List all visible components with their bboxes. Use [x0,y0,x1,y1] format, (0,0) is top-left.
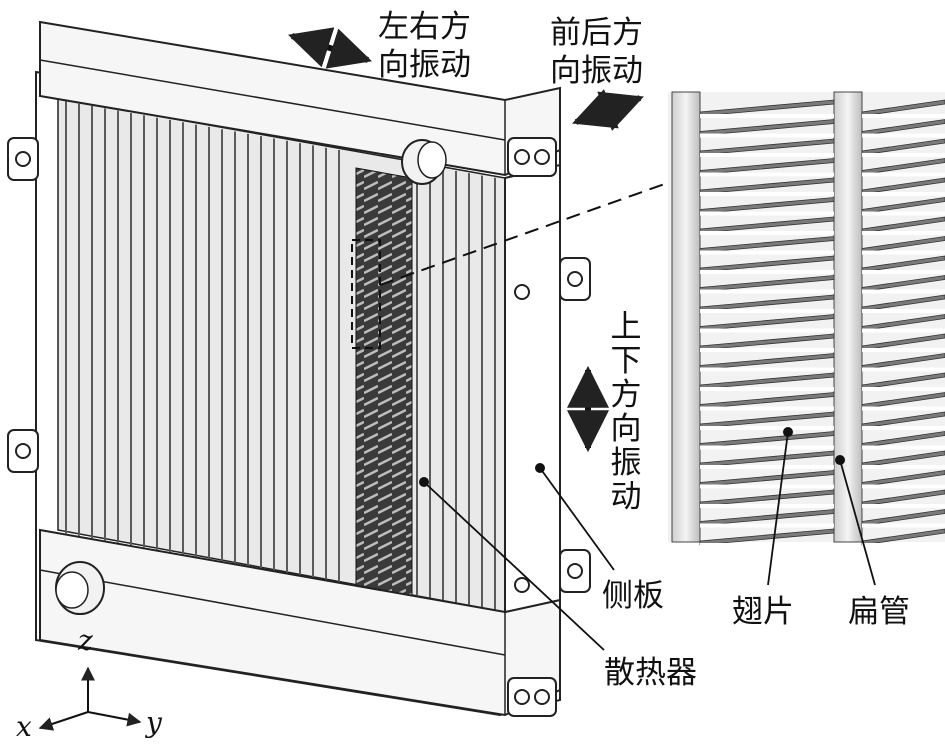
fin-highlight [700,465,834,469]
fb-vibration-label: 前后方向振动 [550,15,643,89]
fin-highlight [700,367,834,372]
fin-highlight [700,153,834,157]
flat-tube-label: 扁管 [848,594,910,630]
fin-highlight [862,504,945,508]
fin-highlight [862,543,945,547]
fin-highlight [862,192,945,196]
detail-selection-box [351,239,381,349]
fin-highlight [862,153,945,157]
fb-vibration-arrow [572,89,644,131]
coordinate-axes [38,666,142,731]
detail-view [668,91,945,547]
fin-highlight [700,133,834,138]
mounting-brackets [7,137,591,717]
fin-highlight [700,387,834,391]
fin-highlight [700,484,834,489]
fin-highlight [862,114,945,118]
fin-highlight [700,543,834,547]
fin-highlight [862,270,945,274]
fin-highlight [862,133,945,138]
fin-highlight [862,250,945,255]
fin-highlight [862,387,945,391]
fin-highlight [862,328,945,333]
radiator-label: 散热器 [604,655,697,691]
fin-highlight [862,172,945,177]
fin-highlight [700,211,834,216]
fin-highlight [862,465,945,469]
fin-highlight [700,172,834,177]
z-axis-label: z [78,624,93,657]
fin-highlight [862,484,945,489]
fin-highlight [862,289,945,294]
fin-column-left [699,99,835,547]
fin-highlight [862,426,945,430]
fin-highlight [862,367,945,372]
fin-highlight [862,406,945,411]
fin-highlight [700,192,834,196]
fin-column-right [861,99,945,547]
fin-highlight [862,348,945,352]
fin-highlight [700,289,834,294]
radiator-assembly [7,20,591,717]
radiator-tubes [65,101,496,610]
fin-highlight [700,114,834,118]
lr-vibration-arrow [287,27,373,69]
fin-highlight [700,348,834,352]
y-axis-label: y [146,706,162,739]
fin-highlight [700,250,834,255]
ud-vibration-label: 上下方向振动 [610,309,642,515]
fin-highlight [862,309,945,313]
lr-vibration-label: 左右方向振动 [378,9,471,83]
fin-label: 翅片 [732,594,794,630]
fin-highlight [700,231,834,235]
detail-leader-dashed [379,174,691,286]
fin-highlight [700,504,834,508]
side-plate [504,163,561,614]
fin-highlight [700,328,834,333]
fin-highlight [862,231,945,235]
x-axis-label: x [16,710,32,743]
leader-lines [419,431,876,651]
side-plate-label: 侧板 [602,578,664,614]
fin-highlight [862,211,945,216]
fin-highlight [700,445,834,450]
fin-highlight [700,309,834,313]
flat-tube-left [671,91,701,543]
fin-highlight [700,406,834,411]
fin-highlight [700,270,834,274]
fin-highlight [700,426,834,430]
fin-highlight [862,523,945,528]
fin-highlight [862,445,945,450]
flat-tube-middle [833,91,863,543]
fin-highlight [700,523,834,528]
radiator-fin-strip [355,167,413,616]
